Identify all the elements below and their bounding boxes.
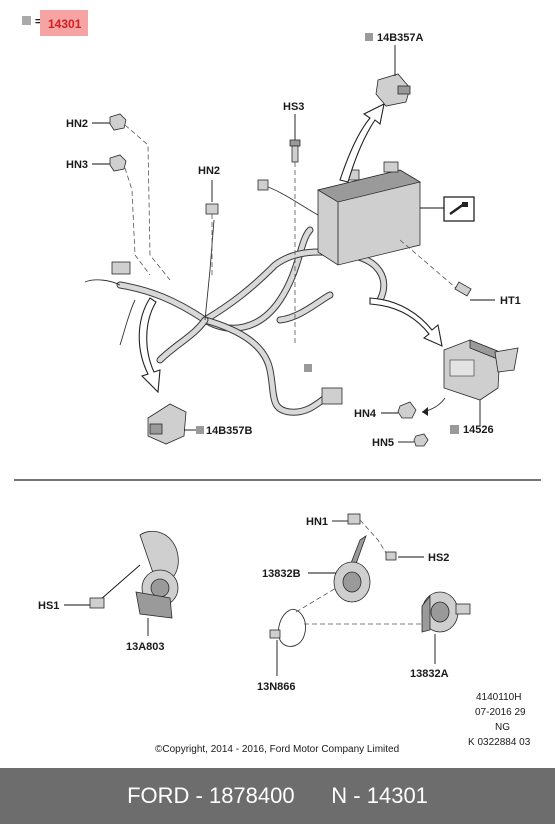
label-14B357B: 14B357B [206, 425, 253, 437]
harness-13N866: 13N866 [257, 587, 422, 693]
harness-clip [304, 364, 312, 372]
label-HS2: HS2 [428, 552, 449, 564]
label-13832A: 13832A [410, 668, 449, 680]
fastener-HN2-mid: HN2 [198, 165, 220, 275]
parts-diagram: = 14301 [14, 10, 541, 755]
label-HN2-mid: HN2 [198, 165, 220, 177]
label-HN4: HN4 [354, 408, 377, 420]
component-14526: 14526 [443, 339, 519, 436]
footer-brand-part: FORD - 1878400 [127, 783, 295, 808]
harness-connector [321, 387, 343, 405]
connector-14B357A: 14B357A [365, 32, 424, 107]
reference-line-1: 4140110H [476, 692, 521, 703]
copyright-text: ©Copyright, 2014 - 2016, Ford Motor Comp… [155, 744, 399, 755]
label-13N866: 13N866 [257, 681, 296, 693]
legend-code: 14301 [48, 17, 82, 31]
wiring-harness [84, 219, 388, 416]
fastener-HS3: HS3 [283, 101, 304, 345]
horn-13832A: 13832A [410, 591, 471, 680]
label-HN5: HN5 [372, 437, 394, 449]
harness-connector [111, 261, 131, 275]
sensor-HT1: HT1 [399, 239, 521, 307]
label-14B357A: 14B357A [377, 32, 424, 44]
footer-ref: N - 14301 [331, 783, 428, 808]
legend-equals: = [35, 16, 41, 28]
label-HS3: HS3 [283, 101, 304, 113]
reference-line-3: NG [495, 722, 510, 733]
label-13A803: 13A803 [126, 641, 165, 653]
reference-line-2: 07-2016 29 [475, 707, 526, 718]
direction-arrow-right [369, 297, 443, 347]
fastener-HN5: HN5 [372, 433, 429, 449]
label-HS1: HS1 [38, 600, 59, 612]
footer-bar: FORD - 1878400 N - 14301 [0, 768, 555, 824]
label-14526: 14526 [463, 424, 494, 436]
connector-14B357B: 14B357B [147, 403, 253, 445]
fastener-HN2-top: HN2 [66, 113, 171, 281]
direction-arrow-up [339, 103, 385, 183]
legend-square-icon [22, 16, 31, 25]
fastener-HN4: HN4 [354, 401, 417, 420]
horn-13832B: HN1 HS2 13832B [262, 513, 449, 603]
reference-block: 4140110H 07-2016 29 NG K 0322884 03 [468, 692, 531, 748]
footer-separator [295, 783, 332, 809]
reference-line-4: K 0322884 03 [468, 737, 531, 748]
direction-arrow-down [138, 297, 161, 394]
battery-symbol [420, 196, 475, 222]
horn-13A803: HS1 13A803 [38, 530, 179, 653]
fastener-HN3: HN3 [66, 154, 151, 276]
label-HT1: HT1 [500, 295, 521, 307]
legend: = 14301 [22, 10, 88, 36]
legend-highlight [40, 10, 88, 36]
label-13832B: 13832B [262, 568, 301, 580]
label-HN2-top: HN2 [66, 118, 88, 130]
label-HN1: HN1 [306, 516, 328, 528]
battery [257, 161, 422, 266]
label-HN3: HN3 [66, 159, 88, 171]
